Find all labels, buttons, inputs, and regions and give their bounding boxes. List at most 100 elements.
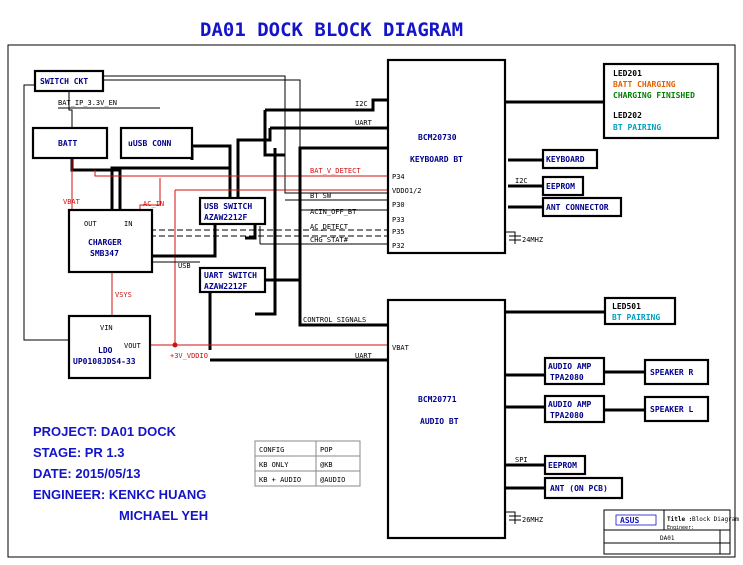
asus-logo-text: ASUS [620,516,639,525]
sig-usb: USB [178,262,191,270]
charging-finished-label: CHARGING FINISHED [613,91,695,100]
audio-amp-2-label-2: TPA2080 [550,411,584,420]
bcm20730-label-2: KEYBOARD BT [410,155,463,164]
batt-charging-label: BATT CHARGING [613,80,676,89]
pin-p35: P35 [392,228,405,236]
ant-connector-label: ANT CONNECTOR [546,203,609,212]
project-line-4: ENGINEER: KENKC HUANG [33,487,206,502]
uusb-conn-label: uUSB CONN [128,139,172,148]
uart-switch-block: UART SWITCH AZAW2212F [198,266,267,294]
asus-logo [615,514,657,526]
switch-ckt-label: SWITCH CKT [40,77,88,86]
sig-xtal-top: 24MHZ [522,236,543,244]
sig-chg-stat: CHG_STAT# [310,236,349,244]
speaker-l-label: SPEAKER L [650,405,694,414]
pin-p32: P32 [392,242,405,250]
sig-i2c-eeprom: I2C [515,177,528,185]
speaker-r-label: SPEAKER R [650,368,694,377]
ldo-vout-label: VOUT [124,342,142,350]
ant-pcb-label: ANT (ON PCB) [550,484,608,493]
ant-pcb-block: ANT (ON PCB) [543,476,624,500]
sig-bt-sw: BT_SW [310,192,332,200]
charger-label-1: CHARGER [88,238,122,247]
title-block-title-label: Title : [667,516,692,523]
wires [23,75,645,524]
vddio-junction [172,342,178,348]
bcm20771-label-1: BCM20771 [418,395,457,404]
config-cell-0-1: POP [320,446,333,454]
sig-ac-in: AC_IN [143,200,164,208]
keyboard-block: KEYBOARD [541,148,599,170]
sig-vddio: +3V_VDDIO [170,352,208,360]
led202-label: LED202 [613,111,642,120]
batt-label: BATT [58,139,77,148]
pin-vddo: VDDO1/2 [392,187,422,195]
config-cell-2-1: @AUDIO [320,476,345,484]
title-block-title-value: Block Diagram [692,516,739,523]
title-block-engineer-label: Engineer: [667,525,694,531]
speaker-l-block: SPEAKER L [643,395,710,423]
uusb-conn-block: uUSB CONN [119,126,194,160]
bt-pairing-top-label: BT PAIRING [613,123,661,132]
sig-ac-detect: AC_DETECT [310,223,349,231]
led-bottom-block: LED501 BT PAIRING [603,296,677,326]
project-info: PROJECT: DA01 DOCK STAGE: PR 1.3 DATE: 2… [33,424,208,523]
speaker-r-block: SPEAKER R [643,358,710,386]
audio-amp-1-block: AUDIO AMP TPA2080 [543,356,606,386]
bcm20730-label-1: BCM20730 [418,133,457,142]
sig-bat-ip: BAT_IP_3.3V_EN [58,99,117,107]
sig-vsys: VSYS [115,291,132,299]
config-cell-0-0: CONFIG [259,446,284,454]
sig-xtal-bottom: 26MHZ [522,516,543,524]
charger-block: OUT IN CHARGER SMB347 [67,208,154,274]
charger-out-label: OUT [84,220,97,228]
switch-ckt-block: SWITCH CKT [33,69,105,93]
eeprom-kb-label: EEPROM [546,182,575,191]
project-line-1: PROJECT: DA01 DOCK [33,424,177,439]
uart-switch-label-1: UART SWITCH [204,271,257,280]
pin-p30: P30 [392,201,405,209]
title-block-project-value: DA01 [660,535,675,542]
usb-switch-label-2: AZAW2212F [204,213,248,222]
eeprom-kb-block: EEPROM [541,175,585,197]
charger-label-2: SMB347 [90,249,119,258]
config-table: CONFIG POP KB ONLY @KB KB + AUDIO @AUDIO [254,440,361,487]
usb-switch-block: USB SWITCH AZAW2212F [198,196,267,226]
sig-acin-off-bt: ACIN_OFF_BT [310,208,357,216]
project-line-2: STAGE: PR 1.3 [33,445,125,460]
sheet-border [7,44,736,558]
led501-label: LED501 [612,302,641,311]
config-cell-1-0: KB ONLY [259,461,289,469]
bcm20771-label-2: AUDIO BT [420,417,459,426]
config-cell-2-0: KB + AUDIO [259,476,301,484]
keyboard-label: KEYBOARD [546,155,585,164]
sig-uart-bottom: UART [355,352,373,360]
audio-amp-1-label-1: AUDIO AMP [548,362,592,371]
ldo-label-2: UP0108JDS4-33 [73,357,136,366]
pin-vbat-bottom: VBAT [392,344,410,352]
sig-uart-top: UART [355,119,373,127]
bcm20771-block: VBAT BCM20771 AUDIO BT [386,298,507,540]
usb-switch-label-1: USB SWITCH [204,202,252,211]
ant-connector-block: ANT CONNECTOR [541,196,623,218]
pin-p34: P34 [392,173,405,181]
sig-bat-v-detect: BAT_V_DETECT [310,167,361,175]
diagram-title: DA01 DOCK BLOCK DIAGRAM [200,19,463,41]
audio-amp-2-block: AUDIO AMP TPA2080 [543,394,606,424]
title-block: ASUS Title : Block Diagram Engineer: DA0… [603,509,739,555]
signal-labels: BAT_IP_3.3V_EN I2C UART BAT_V_DETECT BT_… [58,99,543,524]
bt-pairing-bottom-label: BT PAIRING [612,313,660,322]
sig-spi: SPI [515,456,528,464]
sig-control-signals: CONTROL SIGNALS [303,316,366,324]
bcm20730-block: BCM20730 KEYBOARD BT P34 VDDO1/2 P30 P33… [386,58,507,255]
eeprom-audio-block: EEPROM [543,454,587,476]
audio-amp-2-label-1: AUDIO AMP [548,400,592,409]
led201-label: LED201 [613,69,642,78]
project-line-5: MICHAEL YEH [119,508,208,523]
pin-p33: P33 [392,216,405,224]
project-line-3: DATE: 2015/05/13 [33,466,140,481]
uart-switch-label-2: AZAW2212F [204,282,248,291]
eeprom-audio-label: EEPROM [548,461,577,470]
led-top-block: LED201 BATT CHARGING CHARGING FINISHED L… [602,62,720,140]
